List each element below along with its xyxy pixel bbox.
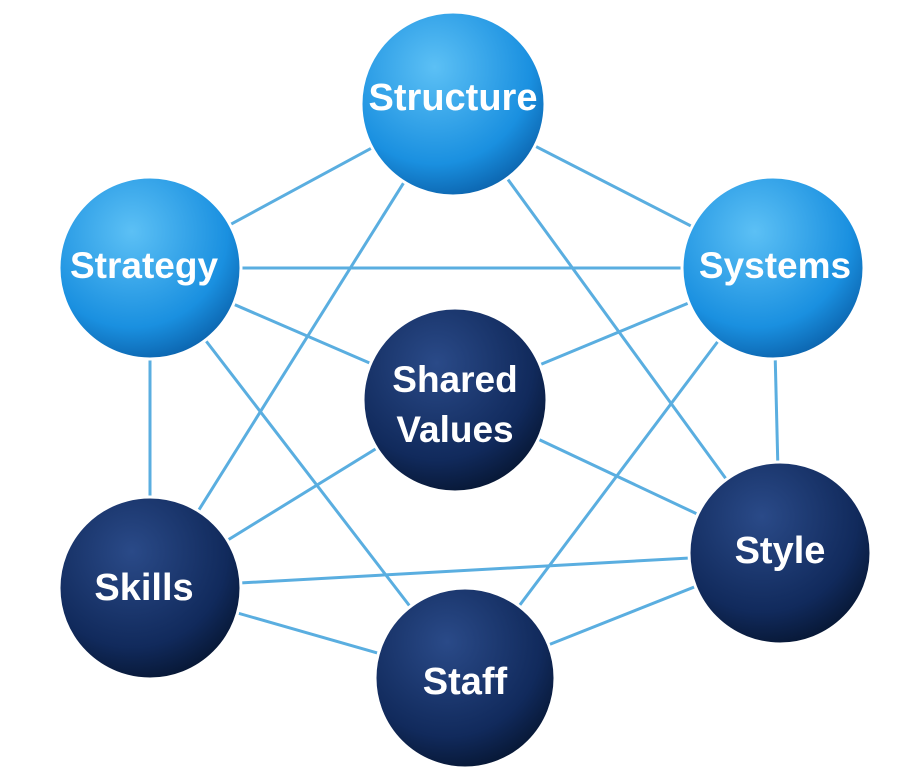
node-style: Style — [687, 460, 873, 646]
strategy-circle — [57, 175, 243, 361]
node-structure: Structure — [359, 10, 547, 198]
node-shared-values: Shared Values — [361, 306, 549, 494]
staff-label: Staff — [423, 661, 508, 703]
systems-circle — [680, 175, 866, 361]
style-label: Style — [735, 530, 826, 572]
shared-values-label-line2: Values — [396, 409, 513, 450]
node-systems: Systems — [680, 175, 866, 361]
systems-label: Systems — [699, 245, 851, 286]
edge-structure-skills — [148, 103, 455, 589]
edge-skills-style — [149, 551, 781, 590]
strategy-label: Strategy — [70, 245, 218, 286]
style-circle — [687, 460, 873, 646]
shared-values-circle — [361, 306, 549, 494]
nodes: Structure Strategy Systems Shared Values… — [57, 10, 873, 770]
structure-label: Structure — [369, 77, 538, 119]
skills-label: Skills — [94, 567, 193, 609]
staff-circle — [373, 586, 557, 770]
node-skills: Skills — [57, 495, 243, 681]
shared-values-label-line1: Shared — [392, 359, 517, 400]
node-staff: Staff — [373, 586, 557, 770]
node-strategy: Strategy — [57, 175, 243, 361]
skills-circle — [57, 495, 243, 681]
structure-circle — [359, 10, 547, 198]
